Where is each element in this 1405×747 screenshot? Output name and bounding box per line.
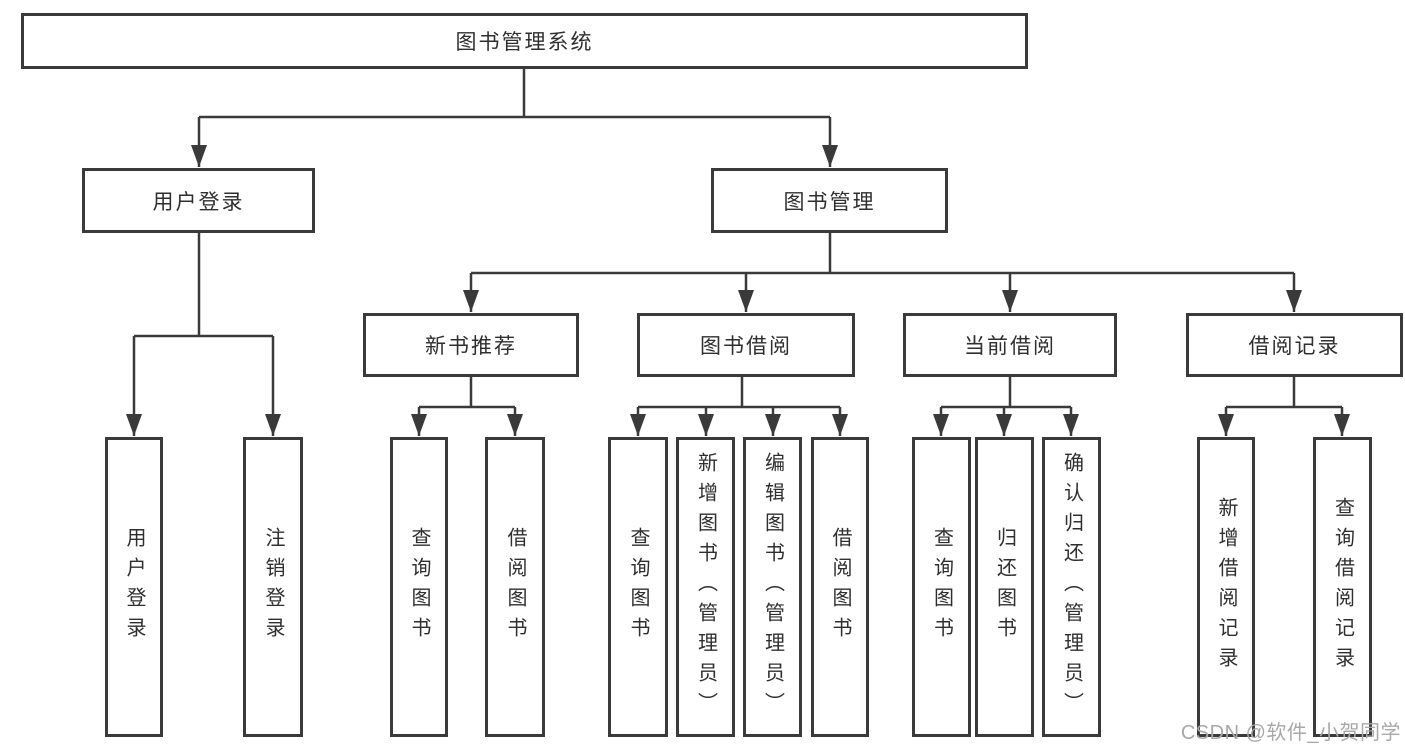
leaf-add-books-admin: 新增图书（管理员） [676, 437, 735, 737]
node-book-management-label: 图书管理 [783, 190, 876, 214]
node-current-borrow-label: 当前借阅 [964, 335, 1056, 358]
leaf-confirm-return-admin: 确认归还（管理员） [1042, 437, 1101, 737]
leaf-logout: 注销登录 [243, 437, 303, 737]
leaf-query-books-2: 查询图书 [608, 437, 668, 737]
node-borrow-records-label: 借阅记录 [1248, 335, 1341, 358]
node-book-borrow-label: 图书借阅 [700, 335, 792, 358]
leaf-edit-books-admin: 编辑图书（管理员） [743, 437, 802, 737]
leaf-borrow-books-2-label: 借阅图书 [829, 527, 851, 647]
leaf-query-books-3-label: 查询图书 [930, 527, 953, 647]
node-user-login-label: 用户登录 [152, 190, 245, 214]
csdn-watermark: CSDN @软件_小贺同学 [1180, 722, 1401, 744]
node-user-login: 用户登录 [82, 168, 315, 233]
leaf-user-login-label: 用户登录 [123, 527, 145, 647]
leaf-query-borrow-record-label: 查询借阅记录 [1331, 497, 1354, 677]
node-borrow-records: 借阅记录 [1186, 313, 1403, 377]
leaf-add-borrow-record-label: 新增借阅记录 [1215, 497, 1237, 677]
node-book-management: 图书管理 [711, 168, 948, 233]
node-library-system: 图书管理系统 [21, 13, 1028, 69]
leaf-add-books-admin-label: 新增图书（管理员） [694, 452, 717, 722]
leaf-logout-label: 注销登录 [262, 527, 284, 647]
leaf-query-books-1: 查询图书 [390, 437, 448, 737]
leaf-confirm-return-admin-label: 确认归还（管理员） [1060, 452, 1083, 722]
node-library-system-label: 图书管理系统 [455, 31, 594, 54]
leaf-query-books-2-label: 查询图书 [627, 527, 649, 647]
leaf-borrow-books-1-label: 借阅图书 [504, 527, 526, 647]
leaf-return-books-label: 归还图书 [993, 527, 1016, 647]
node-current-borrow: 当前借阅 [903, 313, 1117, 377]
leaf-query-books-1-label: 查询图书 [408, 527, 430, 647]
leaf-user-login: 用户登录 [105, 437, 163, 737]
node-book-borrow: 图书借阅 [637, 313, 855, 377]
node-new-book-recommend-label: 新书推荐 [425, 335, 517, 358]
node-new-book-recommend: 新书推荐 [363, 313, 579, 377]
leaf-query-books-3: 查询图书 [912, 437, 971, 737]
leaf-edit-books-admin-label: 编辑图书（管理员） [761, 452, 784, 722]
leaf-borrow-books-1: 借阅图书 [485, 437, 545, 737]
leaf-return-books: 归还图书 [975, 437, 1034, 737]
leaf-add-borrow-record: 新增借阅记录 [1197, 437, 1255, 737]
leaf-borrow-books-2: 借阅图书 [811, 437, 869, 737]
leaf-query-borrow-record: 查询借阅记录 [1313, 437, 1372, 737]
